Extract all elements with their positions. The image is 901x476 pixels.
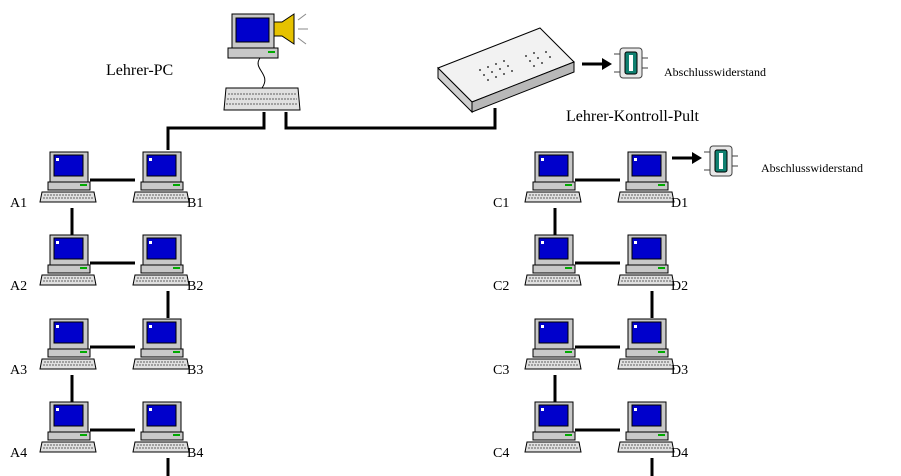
terminator-label: Abschlusswiderstand <box>761 161 863 175</box>
workstation-d4 <box>617 401 675 453</box>
label-d3: D3 <box>671 363 688 378</box>
workstation-b1 <box>132 151 190 203</box>
workstation-c4 <box>524 401 582 453</box>
workstation-c2 <box>524 234 582 286</box>
label-b2: B2 <box>187 279 203 294</box>
workstation-a2 <box>39 234 97 286</box>
label-a3: A3 <box>10 363 27 378</box>
label-d1: D1 <box>671 196 688 211</box>
workstation-b4 <box>132 401 190 453</box>
left-block: A1 A2 A3 A4 B1 B2 B3 B4 <box>10 151 203 461</box>
terminator-top: Abschlusswiderstand <box>582 47 766 79</box>
workstation-a4 <box>39 401 97 453</box>
label-b3: B3 <box>187 363 203 378</box>
label-a4: A4 <box>10 446 27 461</box>
workstation-d2 <box>617 234 675 286</box>
label-d2: D2 <box>671 279 688 294</box>
control-panel-label: Lehrer-Kontroll-Pult <box>566 108 700 125</box>
workstation-a1 <box>39 151 97 203</box>
teacher-pc: Lehrer-PC <box>106 13 308 111</box>
terminator-label: Abschlusswiderstand <box>664 65 766 79</box>
teacher-control-panel: Lehrer-Kontroll-Pult <box>437 27 700 125</box>
workstation-c1 <box>524 151 582 203</box>
label-d4: D4 <box>671 446 688 461</box>
workstation-d3 <box>617 318 675 370</box>
cables <box>70 108 654 476</box>
label-a1: A1 <box>10 196 27 211</box>
label-c2: C2 <box>493 279 509 294</box>
workstation-d1 <box>617 151 675 203</box>
label-c3: C3 <box>493 363 509 378</box>
cable-teacher-to-b1 <box>166 112 266 150</box>
arrow-head <box>602 58 612 70</box>
right-block: C1 C2 C3 C4 D1 D2 D3 D4 <box>493 151 688 461</box>
label-c4: C4 <box>493 446 509 461</box>
workstation-b2 <box>132 234 190 286</box>
workstation-a3 <box>39 318 97 370</box>
cable-teacher-to-panel <box>284 108 497 130</box>
arrow-head <box>692 152 702 164</box>
label-a2: A2 <box>10 279 27 294</box>
workstation-b3 <box>132 318 190 370</box>
label-b4: B4 <box>187 446 203 461</box>
terminator-right: Abschlusswiderstand <box>672 145 863 177</box>
teacher-pc-label: Lehrer-PC <box>106 62 173 79</box>
workstation-c3 <box>524 318 582 370</box>
label-b1: B1 <box>187 196 203 211</box>
label-c1: C1 <box>493 196 509 211</box>
